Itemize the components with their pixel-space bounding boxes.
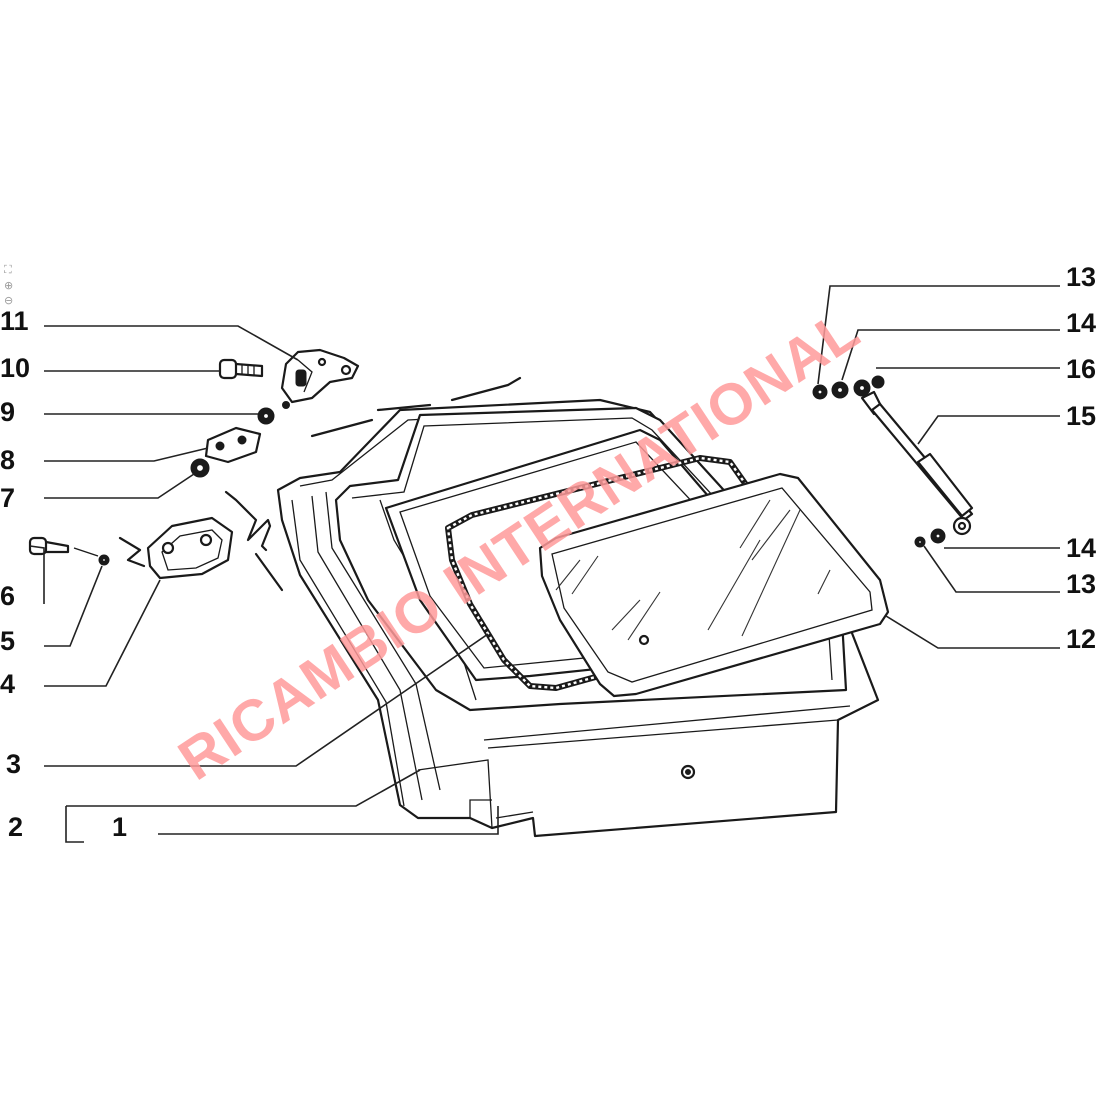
hinge-bracket	[280, 348, 360, 409]
washer-7	[190, 458, 210, 478]
callout-2: 2	[8, 812, 23, 842]
callout-9: 9	[0, 397, 15, 427]
zoom-in-icon[interactable]: ⊕	[4, 279, 13, 292]
callout-8: 8	[0, 445, 15, 475]
rear-window-glass	[538, 472, 890, 698]
callout-14-top: 14	[1066, 308, 1096, 338]
clip-5	[73, 547, 110, 566]
callout-6: 6	[0, 581, 15, 611]
strut-upper-washers	[812, 375, 885, 400]
callout-10: 10	[0, 353, 30, 383]
callout-15: 15	[1066, 401, 1096, 431]
callout-5: 5	[0, 626, 15, 656]
zoom-controls: ⛶ ⊕ ⊖	[4, 263, 13, 307]
hinge-bolt	[218, 358, 264, 380]
callout-12: 12	[1066, 624, 1096, 654]
callout-4: 4	[0, 669, 15, 699]
gas-strut	[860, 390, 974, 536]
light-housing	[118, 490, 284, 592]
screw-6	[28, 536, 70, 556]
callout-16: 16	[1066, 354, 1096, 384]
callout-14-bottom: 14	[1066, 533, 1096, 563]
callout-3: 3	[6, 749, 21, 779]
callout-13-bottom: 13	[1066, 569, 1096, 599]
callout-7: 7	[0, 483, 15, 513]
hinge-plate	[204, 426, 262, 464]
callout-1: 1	[112, 812, 127, 842]
strut-lower-washers	[914, 528, 946, 548]
hinge-nut	[257, 407, 275, 425]
callout-11: 11	[0, 306, 29, 336]
leader-lines	[29, 285, 1060, 843]
zoom-out-icon[interactable]: ⊖	[4, 294, 13, 307]
callout-13-top: 13	[1066, 262, 1096, 292]
fit-screen-icon[interactable]: ⛶	[4, 263, 12, 276]
callout-labels: 11 10 9 8 7 6 5 4 3 2 1 13 14 16 15 14 1…	[0, 262, 1096, 842]
